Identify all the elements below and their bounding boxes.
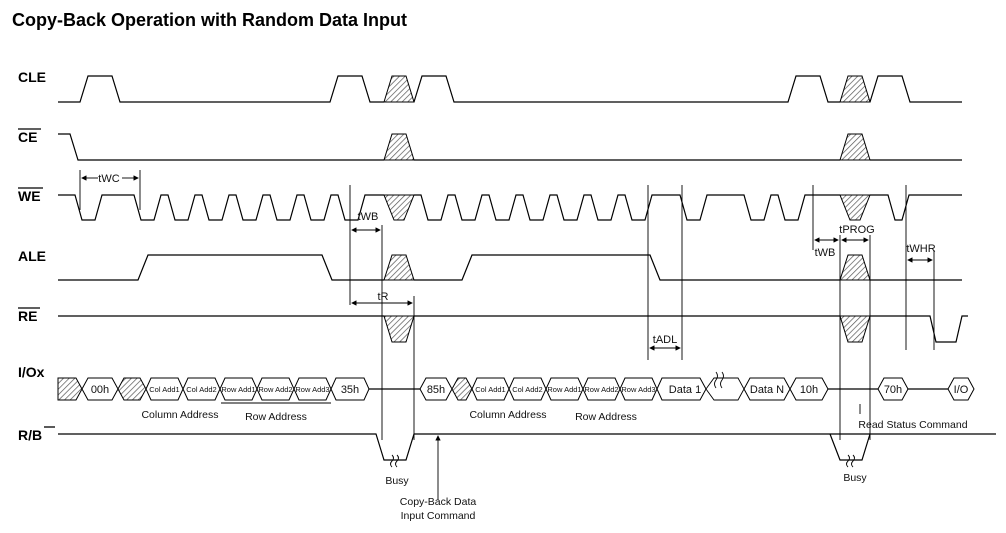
ale-waveform: [58, 254, 962, 281]
io-rowadd2b-label: Row Add2: [584, 385, 618, 394]
signal-io-label: I/Ox: [18, 364, 45, 380]
io-rowadd3-label: Row Add3: [295, 385, 329, 394]
signal-ce-label: CE: [18, 129, 37, 145]
busy-label-1: Busy: [385, 475, 409, 487]
twb2-label: tWB: [815, 247, 836, 259]
twb1-label: tWB: [358, 211, 379, 223]
signal-re-label: RE: [18, 308, 37, 324]
io-rowadd2-label: Row Add2: [258, 385, 292, 394]
column-address-label-1: Column Address: [141, 409, 218, 421]
rb-waveform: [58, 433, 996, 468]
io-85h-label: 85h: [427, 384, 445, 396]
signal-we-label: WE: [18, 188, 41, 204]
row-address-label-2: Row Address: [575, 411, 637, 423]
tprog-label: tPROG: [839, 224, 874, 236]
read-status-label: Read Status Command: [858, 419, 967, 431]
io-coladd1-label: Col Add1: [149, 385, 179, 394]
twhr-label: tWHR: [906, 243, 935, 255]
row-address-label-1: Row Address: [245, 411, 307, 423]
cle-waveform: [58, 75, 962, 103]
ce-waveform: [58, 133, 962, 161]
diagram-title: Copy-Back Operation with Random Data Inp…: [12, 10, 408, 30]
signal-cle-label: CLE: [18, 69, 46, 85]
copyback-label-line1: Copy-Back Data: [400, 496, 477, 508]
tr-label: tR: [378, 291, 389, 303]
twc-label: tWC: [98, 173, 119, 185]
io-10h-label: 10h: [800, 384, 818, 396]
signal-ale-label: ALE: [18, 248, 46, 264]
io-rowadd3b-label: Row Add3: [621, 385, 655, 394]
io-rowadd1-label: Row Add1: [221, 385, 255, 394]
io-70h-label: 70h: [884, 384, 902, 396]
tadl-label: tADL: [653, 334, 677, 346]
signal-rb-label: R/B: [18, 427, 42, 443]
io-data1-label: Data 1: [669, 384, 701, 396]
io-coladd2-label: Col Add2: [186, 385, 216, 394]
io-coladd1b-label: Col Add1: [475, 385, 505, 394]
io-coladd2b-label: Col Add2: [512, 385, 542, 394]
we-waveform: [58, 194, 962, 221]
column-address-label-2: Column Address: [469, 409, 546, 421]
io-io-label: I/O: [954, 384, 969, 396]
io-00h-label: 00h: [91, 384, 109, 396]
io-rowadd1b-label: Row Add1: [547, 385, 581, 394]
re-waveform: [58, 315, 968, 343]
io-waveform: [57, 371, 975, 401]
io-datan-label: Data N: [750, 384, 784, 396]
copyback-label-line2: Input Command: [401, 510, 476, 522]
io-35h-label: 35h: [341, 384, 359, 396]
busy-label-2: Busy: [843, 472, 867, 484]
